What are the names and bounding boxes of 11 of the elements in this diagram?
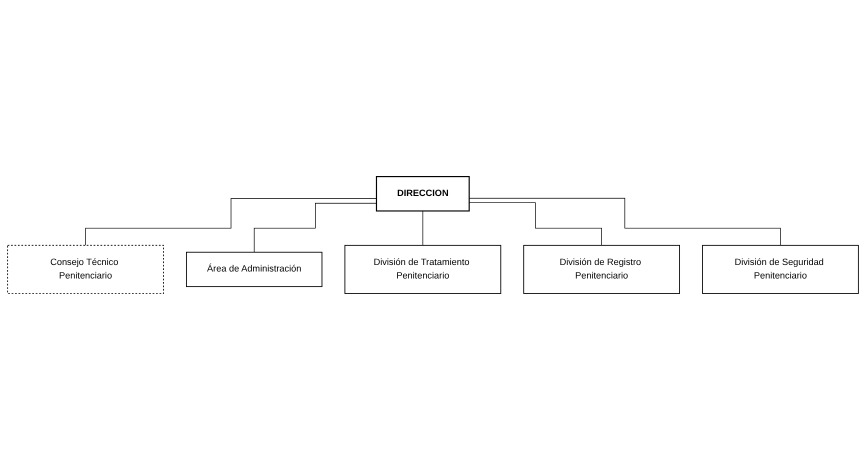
- node-box: División de Registro Penitenciario: [523, 244, 680, 294]
- connector: [468, 202, 602, 246]
- node-box: División de Tratamiento Penitenciario: [344, 244, 502, 294]
- node-box: División de Seguridad Penitenciario: [702, 244, 859, 294]
- node-box: Área de Administración: [186, 252, 322, 287]
- node-box: Consejo Técnico Penitenciario: [7, 244, 164, 294]
- node-box: DIRECCION: [376, 176, 470, 212]
- connector: [468, 198, 781, 246]
- connector: [422, 210, 424, 246]
- connector: [254, 202, 377, 253]
- connector: [85, 198, 377, 246]
